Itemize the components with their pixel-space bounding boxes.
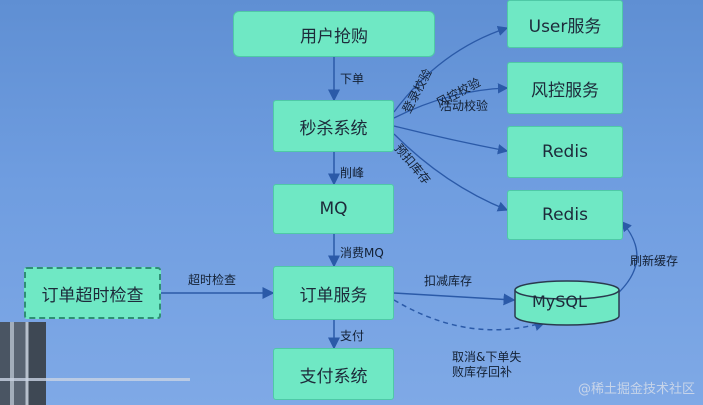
arrow-seckill-to-user [393,25,509,113]
arrow-restore-dashed [393,299,547,331]
arrow-refresh-cache [614,221,638,297]
watermark: @稀土掘金技术社区 [577,382,695,397]
node-mysql-label: MySQL [532,292,587,311]
arrow-order-to-mysql [393,292,516,306]
label-place-order: 下单 [340,72,365,86]
node-redis-bottom: Redis [507,190,623,240]
node-order-timeout-check: 订单超时检查 [24,267,161,319]
arrow-seckill-to-redis-bottom [393,133,509,212]
label-deduct-stock: 扣减库存 [424,274,473,288]
node-risk-service: 风控服务 [507,62,623,114]
label-timeout-check: 超时检查 [188,273,237,287]
node-redis-top: Redis [507,126,623,178]
label-pay: 支付 [340,329,365,343]
mysql-cylinder [514,280,620,326]
label-activity-check: 活动校验 [440,99,489,113]
label-refresh-cache: 刷新缓存 [630,254,679,268]
node-order-service: 订单服务 [273,266,394,320]
node-user-buy: 用户抢购 [233,11,435,57]
node-user-service: User服务 [507,0,623,48]
video-thumbnail [0,322,46,405]
label-cancel-restore-line2: 败库存回补 [452,365,513,379]
arrow-seckill-to-redis-top [393,125,509,155]
progress-bar-decoration [0,378,190,381]
label-consume-mq: 消费MQ [340,246,384,260]
node-mq: MQ [273,184,394,234]
label-cancel-restore-line1: 取消&下单失 [452,350,522,364]
arrow-seckill-to-risk [393,83,509,119]
node-seckill-system: 秒杀系统 [273,100,394,152]
node-pay-system: 支付系统 [273,348,394,400]
label-peak-shaving: 削峰 [340,166,365,180]
